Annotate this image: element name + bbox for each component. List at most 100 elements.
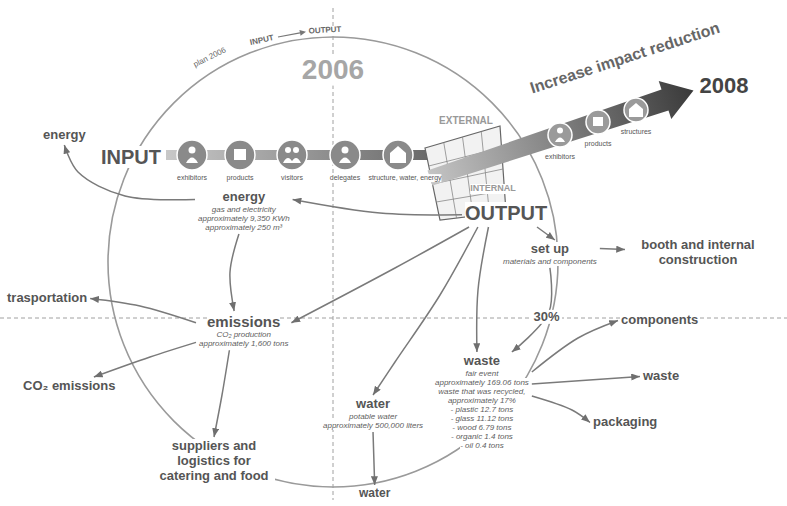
node-detail: - oil 0.4 tons xyxy=(460,441,504,450)
node-detail: potable water xyxy=(349,412,397,421)
flow-arrow xyxy=(230,234,239,311)
input-icon xyxy=(330,140,360,170)
cycle-circle xyxy=(108,37,558,487)
icon-caption: structure, water, energy xyxy=(368,174,441,182)
icon-caption: exhibitors xyxy=(545,153,575,161)
icon-caption: products xyxy=(227,174,254,182)
node-detail: gas and electricity xyxy=(212,205,276,214)
node-heading: set up xyxy=(531,242,569,257)
flow-arrow xyxy=(600,248,625,249)
node-detail: - wood 6.79 tons xyxy=(452,423,511,432)
icon-caption: delegates xyxy=(330,174,360,182)
target-label: booth and internal construction xyxy=(625,236,771,270)
flow-node: wastefair eventapproximately 169.06 tons… xyxy=(432,352,532,452)
flow-node: waterpotable waterapproximately 500,000 … xyxy=(320,395,426,432)
node-detail: materials and components xyxy=(503,257,597,266)
node-heading: water xyxy=(359,487,390,501)
node-heading: suppliers and logistics for catering and… xyxy=(153,439,275,484)
icon-glyph xyxy=(593,117,603,126)
input-icon xyxy=(277,140,307,170)
node-detail: fair event xyxy=(465,369,498,378)
arc-caption: OUTPUT xyxy=(308,26,341,37)
node-heading: OUTPUT xyxy=(465,202,547,225)
node-detail: CO₂ production xyxy=(216,330,271,339)
flow-arrow xyxy=(90,298,196,322)
flow-arrow xyxy=(94,342,196,377)
target-label: trasportation xyxy=(4,289,90,308)
node-heading: emissions xyxy=(207,313,280,330)
node-heading: energy xyxy=(222,190,265,205)
input-icon xyxy=(177,140,207,170)
node-heading: packaging xyxy=(593,415,657,430)
icon-glyph xyxy=(234,149,246,160)
icon-caption: products xyxy=(585,140,612,148)
node-detail: - glass 11.12 tons xyxy=(451,414,514,423)
icon-glyph xyxy=(390,146,406,163)
icon-glyph xyxy=(186,158,198,164)
node-heading: waste xyxy=(643,369,679,384)
connectors xyxy=(64,145,640,485)
target-label: suppliers and logistics for catering and… xyxy=(150,437,278,486)
flow-arrow xyxy=(291,227,469,323)
impact-arrow xyxy=(428,81,694,186)
node-detail: approximately 250 m³ xyxy=(205,223,282,232)
node-detail: approximately 17% xyxy=(448,396,516,405)
output-icon xyxy=(586,110,610,134)
node-heading: energy xyxy=(43,128,86,143)
flow-arrow xyxy=(293,199,462,214)
target-label: components xyxy=(618,311,701,330)
target-label: packaging xyxy=(590,413,660,432)
node-heading: CO₂ emissions xyxy=(23,379,115,394)
flow-arrow xyxy=(64,145,195,200)
input-icon xyxy=(225,140,255,170)
node-detail: approximately 169.06 tons xyxy=(435,378,529,387)
icon-glyph xyxy=(557,128,563,134)
year-heading: 2008 xyxy=(700,74,749,98)
target-label: waste xyxy=(640,367,682,386)
icon-glyph xyxy=(629,103,643,117)
zone-label: EXTERNAL xyxy=(439,115,493,126)
target-label: energy xyxy=(40,126,89,145)
node-detail: approximately 500,000 liters xyxy=(323,421,423,430)
node-heading: trasportation xyxy=(7,291,87,306)
icon-glyph xyxy=(285,147,291,153)
flow-arrow xyxy=(532,320,618,372)
flow-arrow xyxy=(373,432,375,485)
icon-caption: exhibitors xyxy=(177,174,207,182)
icon-glyph xyxy=(189,147,196,154)
output-icon xyxy=(624,98,648,122)
flow-arrow xyxy=(477,227,489,352)
icon-caption: visitors xyxy=(281,174,303,182)
arc-arrowhead xyxy=(299,30,306,36)
flow-arrow xyxy=(537,227,555,240)
node-heading: water xyxy=(356,397,390,412)
arc-arrow xyxy=(278,33,300,37)
icon-glyph xyxy=(293,147,299,153)
node-detail: - plastic 12.7 tons xyxy=(451,405,514,414)
icon-glyph xyxy=(342,147,349,154)
node-detail: - organic 1.4 tons xyxy=(451,432,513,441)
year-heading: 2006 xyxy=(302,55,364,86)
target-label: water xyxy=(356,485,393,503)
flow-arrow xyxy=(532,376,640,384)
node-detail: approximately 1,600 tons xyxy=(199,339,288,348)
arc-caption: INPUT xyxy=(249,34,274,48)
icon-glyph xyxy=(555,138,565,143)
flow-arrow xyxy=(532,396,590,422)
flow-node: set upmaterials and components xyxy=(500,240,600,268)
output-heading: OUTPUT xyxy=(462,200,550,227)
target-label: CO₂ emissions xyxy=(20,377,118,396)
node-heading: components xyxy=(621,313,698,328)
output-icon xyxy=(548,123,572,147)
node-detail: approximately 9,350 KWh xyxy=(198,214,290,223)
flow-node: energygas and electricityapproximately 9… xyxy=(195,188,293,234)
arrow-caption: Increase impact reduction xyxy=(528,19,722,97)
zone-label: INTERNAL xyxy=(470,184,516,194)
node-detail: waste that was recycled, xyxy=(438,387,525,396)
flow-arrow xyxy=(214,350,229,437)
edge-label: 30% xyxy=(532,309,562,323)
flow-arrow xyxy=(373,227,478,395)
icon-caption: structures xyxy=(621,128,652,136)
